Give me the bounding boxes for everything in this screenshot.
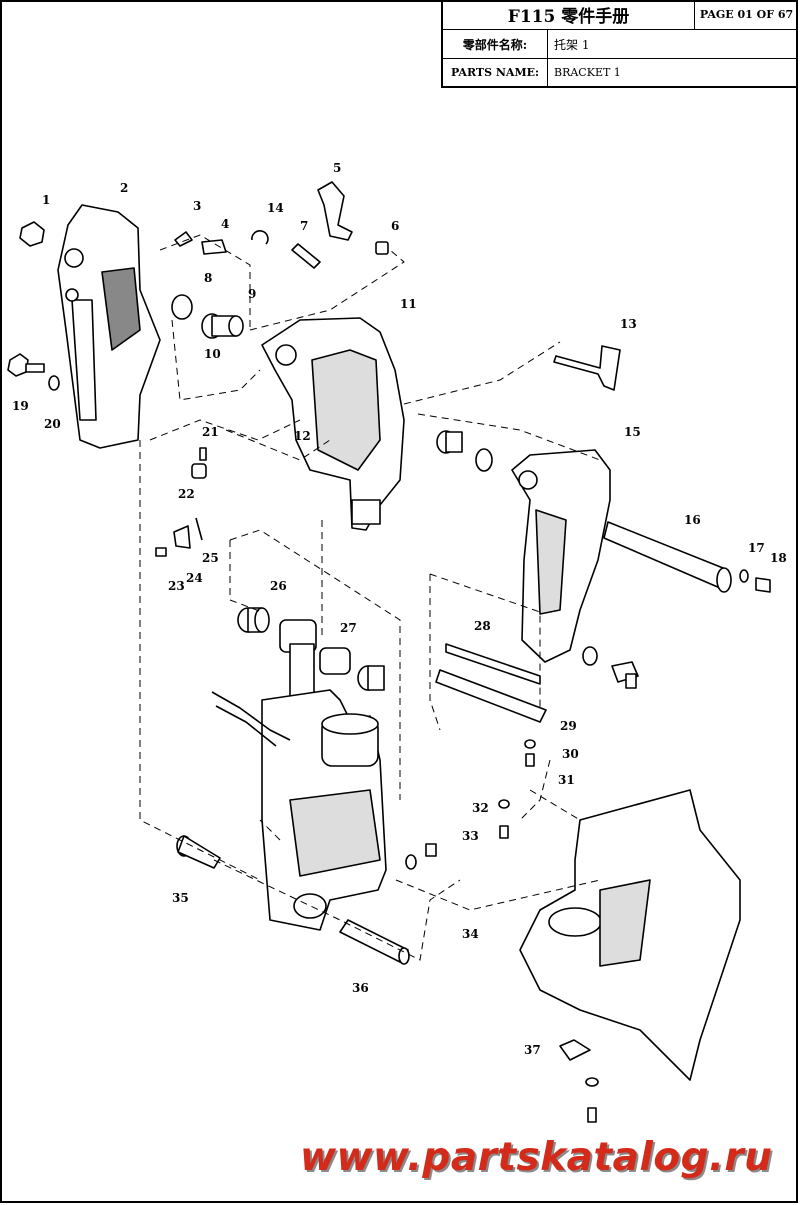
callout-35: 35 [172, 891, 189, 905]
spring-part-25 [195, 517, 203, 541]
trim-cable-2 [215, 705, 277, 747]
callout-14: 14 [267, 201, 284, 215]
callout-20: 20 [44, 417, 61, 431]
callout-30: 30 [562, 747, 579, 761]
website-watermark: www.partskatalog.ru [300, 1135, 773, 1180]
part-22 [191, 463, 207, 479]
parts-name-value-cn: 托架 1 [548, 30, 798, 59]
bushing-part-9-left [201, 313, 244, 339]
callout-23: 23 [168, 579, 185, 593]
ground-lead-part-37 [559, 1039, 591, 1061]
parts-name-value-en: BRACKET 1 [554, 66, 621, 79]
callout-4: 4 [221, 217, 229, 231]
bolt-part-23-mid [425, 843, 437, 857]
callout-15: 15 [624, 425, 641, 439]
pin-part-7 [291, 243, 321, 269]
callout-26: 26 [270, 579, 287, 593]
callout-28: 28 [474, 619, 491, 633]
bracket-part-24 [173, 525, 191, 549]
washer-part-8-left [171, 294, 193, 320]
part-21 [199, 447, 207, 461]
screw-part-4 [201, 239, 227, 255]
washer-part-20-left [48, 375, 60, 391]
callout-17: 17 [748, 541, 765, 555]
callout-8: 8 [204, 271, 212, 285]
pin-part-35 [176, 835, 221, 869]
parts-name-label-en: PARTS NAME: [443, 59, 548, 86]
callout-7: 7 [300, 219, 308, 233]
phantom-lines [139, 234, 601, 961]
callout-19: 19 [12, 399, 29, 413]
lever-part-5 [317, 181, 353, 241]
right-clamp-bracket-part-15 [511, 449, 611, 663]
callout-2: 2 [120, 181, 128, 195]
bushing-part-26-right [357, 665, 385, 691]
callout-10: 10 [204, 347, 221, 361]
tilt-shaft-part-16 [603, 521, 732, 593]
washer-part-32 [498, 799, 510, 809]
bolt-part-23-upper [155, 547, 167, 557]
callout-27: 27 [340, 621, 357, 635]
left-clamp-bracket [57, 204, 161, 449]
washer-part-20-right [582, 646, 598, 666]
trim-cable [211, 691, 291, 741]
callout-33: 33 [462, 829, 479, 843]
callout-21: 21 [202, 425, 219, 439]
callout-29: 29 [560, 719, 577, 733]
page-indicator: PAGE 01 OF 67 [695, 0, 798, 30]
callout-6: 6 [391, 219, 399, 233]
callout-25: 25 [202, 551, 219, 565]
bolt-part-19-right [611, 661, 639, 689]
washer-part-17 [739, 569, 749, 583]
plate-part-29 [435, 669, 547, 723]
bushing-part-9-right [436, 430, 463, 454]
callout-3: 3 [193, 199, 201, 213]
power-trim-tilt-unit [261, 643, 387, 931]
callout-9: 9 [248, 287, 256, 301]
clip-part-3 [174, 231, 193, 247]
callout-11: 11 [400, 297, 417, 311]
plate-part-28 [445, 643, 541, 685]
parts-name-label-cn: 零部件名称: [443, 30, 548, 59]
bolt-part-23-low [587, 1107, 597, 1123]
washer-part-8-right [475, 448, 493, 472]
callout-12: 12 [294, 429, 311, 443]
pin-part-13 [553, 345, 621, 391]
bolt-part-18 [755, 577, 771, 593]
callout-16: 16 [684, 513, 701, 527]
callout-31: 31 [558, 773, 575, 787]
callout-22: 22 [178, 487, 195, 501]
title-block: F115 零件手册 PAGE 01 OF 67 零部件名称: 托架 1 PART… [441, 0, 798, 88]
washer-part-30-mid [405, 854, 417, 870]
callout-36: 36 [352, 981, 369, 995]
clip-part-14-top [251, 230, 269, 245]
washer-part-30-low [585, 1077, 599, 1087]
callout-24: 24 [186, 571, 203, 585]
callout-5: 5 [333, 161, 341, 175]
callout-37: 37 [524, 1043, 541, 1057]
nut-part-1 [19, 221, 45, 247]
callout-1: 1 [42, 193, 50, 207]
bolt-part-33 [499, 825, 509, 839]
bushing-part-6-top [375, 241, 389, 255]
callout-18: 18 [770, 551, 787, 565]
lower-casing [519, 789, 741, 1081]
bushing-part-26-left [237, 607, 270, 633]
pin-part-36 [339, 919, 410, 965]
callout-34: 34 [462, 927, 479, 941]
washer-part-30 [524, 739, 536, 749]
swivel-bracket-part-11 [261, 317, 405, 531]
bolt-part-19-left [7, 353, 45, 377]
manual-title: F115 零件手册 [443, 0, 695, 30]
callout-numbers: 1 2 3 4 5 6 7 8 9 10 11 12 13 14 15 16 1… [12, 161, 787, 1057]
callout-13: 13 [620, 317, 637, 331]
bolt-part-31 [525, 753, 535, 767]
callout-32: 32 [472, 801, 489, 815]
